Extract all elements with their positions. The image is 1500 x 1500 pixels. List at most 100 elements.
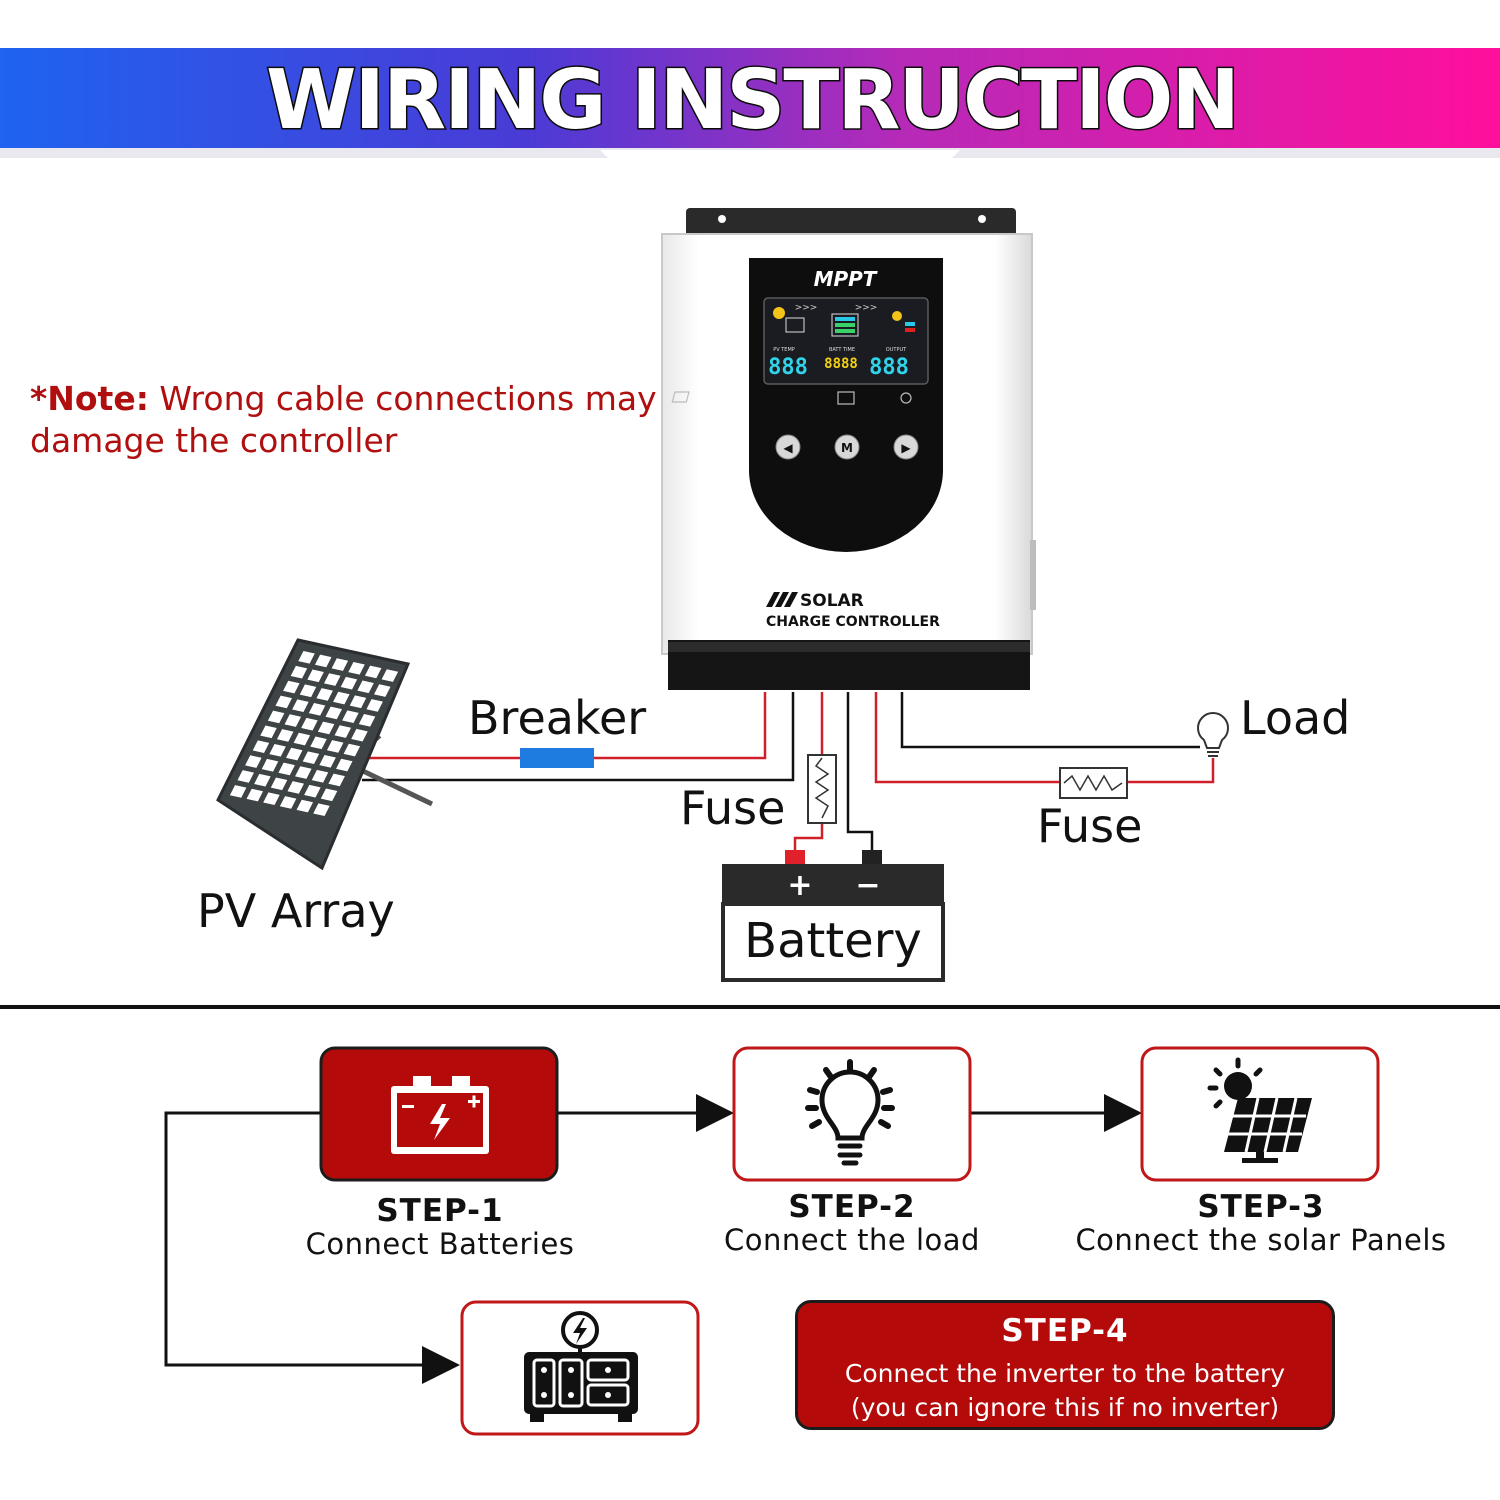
pv-cell — [254, 773, 271, 787]
pv-cell — [324, 673, 341, 686]
pv-cell — [237, 770, 254, 783]
pv-cell — [313, 803, 330, 817]
screen-brand: MPPT — [814, 267, 878, 291]
battery-minus-label: − — [855, 868, 880, 903]
pv-cell — [340, 676, 358, 690]
pv-positive-wire — [362, 692, 767, 760]
pv-cell — [331, 658, 349, 671]
pv-cell — [308, 703, 326, 716]
step-3-caption: STEP-3 Connect the solar Panels — [1056, 1190, 1466, 1256]
load-negative-wire — [900, 692, 1200, 749]
pv-indicator-icon — [671, 391, 690, 403]
pv-cell — [325, 706, 342, 720]
load-fuse — [1059, 767, 1128, 799]
svg-text:>>>: >>> — [855, 303, 878, 313]
inverter-icon — [524, 1311, 638, 1422]
load-positive-wire — [874, 692, 1060, 784]
load-bulb-icon — [1197, 712, 1229, 757]
svg-text:▶: ▶ — [901, 441, 911, 455]
step-3-box — [1140, 1046, 1380, 1182]
lcd-readout-pv: 888 — [768, 355, 808, 380]
lcd-battery-icon — [831, 313, 859, 337]
battery-fuse — [807, 754, 837, 824]
pv-cell — [245, 755, 262, 768]
pv-cell — [292, 699, 309, 712]
lcd-batt-time-label: BATT TIME — [829, 347, 855, 353]
pv-cell — [348, 661, 365, 675]
pv-cell — [317, 721, 335, 735]
step-flow-connectors — [164, 1111, 1108, 1367]
brand-slashes-icon — [766, 592, 798, 607]
step-4-text: Connect the inverter to the battery — [844, 1359, 1286, 1388]
step-4-note: (you can ignore this if no inverter) — [850, 1393, 1280, 1422]
pv-cell — [295, 766, 312, 779]
pv-cell — [270, 777, 288, 791]
breaker-label: Breaker — [468, 691, 646, 745]
pv-cell — [278, 762, 295, 776]
step-1-box — [319, 1046, 559, 1182]
step-1-title: STEP-1 — [376, 1193, 504, 1229]
battery-label: Battery — [744, 913, 922, 969]
pv-cell — [246, 788, 264, 802]
pv-cell — [374, 684, 391, 697]
pv-cell — [319, 755, 336, 768]
pv-cell — [366, 699, 383, 712]
mode-button[interactable]: M — [834, 434, 860, 460]
pv-cell — [296, 799, 314, 813]
pv-cell — [298, 650, 315, 664]
pv-cell — [326, 740, 344, 753]
pv-cell — [284, 714, 302, 727]
pv-cell — [286, 747, 303, 761]
pv-cell — [260, 725, 277, 739]
pv-cell — [299, 684, 317, 698]
step-2-box — [732, 1046, 972, 1182]
warning-note: *Note: Wrong cable connections may damag… — [30, 378, 670, 462]
battery-icon — [391, 1076, 489, 1154]
pv-cell — [252, 740, 270, 753]
battery-indicator-icon — [837, 391, 855, 405]
arrow-right-icon — [696, 1094, 734, 1132]
lcd-screen — [763, 297, 929, 385]
pv-cell — [290, 665, 308, 679]
pv-cell — [357, 680, 374, 694]
pv-array-label: PV Array — [197, 884, 395, 938]
pv-cell — [336, 758, 353, 772]
pv-cell — [263, 792, 280, 806]
left-button[interactable]: ◀ — [775, 434, 801, 460]
svg-text:M: M — [841, 441, 853, 455]
lcd-bulb-icon — [892, 311, 902, 321]
pv-cell — [334, 725, 352, 738]
right-button[interactable]: ▶ — [893, 434, 919, 460]
pv-negative-wire — [362, 692, 795, 782]
pv-cell — [302, 751, 320, 764]
pv-cell — [351, 728, 368, 742]
step-2-title: STEP-2 — [788, 1189, 916, 1225]
pv-cell — [293, 732, 311, 746]
pv-cell — [229, 785, 247, 798]
pv-cell — [301, 717, 318, 731]
pv-cell — [307, 669, 324, 683]
header-banner: WIRING INSTRUCTION — [0, 48, 1500, 160]
pv-cell — [276, 729, 294, 742]
svg-text:◀: ◀ — [783, 441, 793, 455]
load-fuse-label: Fuse — [1037, 799, 1142, 853]
pv-cell — [316, 688, 333, 701]
svg-text:>>>: >>> — [795, 303, 818, 313]
pv-cell — [358, 714, 376, 727]
pv-cell — [364, 665, 382, 679]
pv-cell — [333, 691, 350, 705]
pv-cell — [328, 773, 345, 787]
load-label: Load — [1240, 691, 1350, 745]
brand-line-2: CHARGE CONTROLLER — [766, 614, 940, 630]
pv-cell — [310, 736, 327, 750]
pv-cell — [287, 781, 304, 794]
brand-line-1: SOLAR — [800, 591, 864, 611]
pv-cell — [381, 669, 399, 682]
arrow-right-icon — [1104, 1094, 1142, 1132]
pv-cell — [342, 710, 359, 723]
step-2-caption: STEP-2 Connect the load — [700, 1190, 1004, 1256]
battery: + − Battery — [721, 850, 945, 982]
load-indicator-icon — [900, 392, 912, 404]
battery-plus-label: + — [787, 868, 812, 903]
lightbulb-icon — [805, 1059, 895, 1166]
